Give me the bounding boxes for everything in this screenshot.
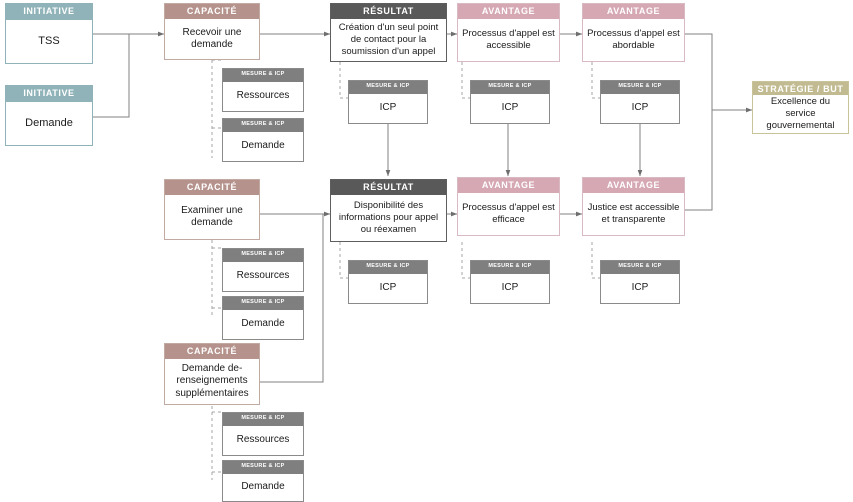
edge-demande-to-recevoir [93, 34, 130, 118]
edge-justice-measure [591, 242, 600, 279]
node-mesure-renseignements-ressources[interactable]: MESURE & ICP Ressources [222, 412, 304, 456]
node-initiative-tss[interactable]: INITIATIVE TSS [5, 3, 93, 64]
node-label: Création d'un seul point de contact pour… [338, 22, 439, 57]
node-header-mesure: MESURE & ICP [223, 413, 303, 426]
node-header-mesure: MESURE & ICP [349, 81, 427, 94]
node-header-mesure: MESURE & ICP [223, 69, 303, 82]
node-avantage-accessible[interactable]: AVANTAGE Processus d'appel est accessibl… [457, 3, 560, 62]
node-capacite-renseignements[interactable]: CAPACITÉ Demande de-renseignements suppl… [164, 343, 260, 405]
node-header-avantage: AVANTAGE [458, 4, 559, 19]
node-label: Processus d'appel est accessible [462, 28, 555, 51]
node-header-resultat: RÉSULTAT [331, 4, 446, 19]
node-label: Disponibilité des informations pour appe… [338, 200, 439, 235]
node-label: Ressources [236, 90, 290, 102]
node-label: ICP [379, 282, 397, 294]
node-header-mesure: MESURE & ICP [471, 261, 549, 274]
node-label: Excellence du service gouvernemental [766, 96, 835, 132]
node-mesure-recevoir-demande[interactable]: MESURE & ICP Demande [222, 118, 304, 162]
node-capacite-examiner[interactable]: CAPACITÉ Examiner une demande [164, 179, 260, 240]
edge-justice-to-strategie [685, 110, 713, 211]
node-header-capacite: CAPACITÉ [165, 4, 259, 19]
node-label: Demande [25, 116, 73, 129]
node-mesure-examiner-demande[interactable]: MESURE & ICP Demande [222, 296, 304, 340]
node-strategie-excellence[interactable]: STRATÉGIE / BUT Excellence du service go… [752, 81, 849, 134]
node-header-mesure: MESURE & ICP [601, 81, 679, 94]
node-header-avantage: AVANTAGE [583, 4, 684, 19]
edge-abordable-measure [591, 62, 600, 99]
node-header-mesure: MESURE & ICP [223, 249, 303, 262]
node-initiative-demande[interactable]: INITIATIVE Demande [5, 85, 93, 146]
node-mesure-renseignements-demande[interactable]: MESURE & ICP Demande [222, 460, 304, 502]
node-label: Recevoir une demande [182, 26, 242, 51]
node-label: Examiner une demande [181, 204, 243, 229]
edge-creation-measure [339, 62, 348, 99]
node-label: Processus d'appel est efficace [462, 202, 555, 225]
node-label: Demande [241, 140, 285, 152]
node-label: Justice est accessible et transparente [587, 202, 680, 225]
node-header-resultat: RÉSULTAT [331, 180, 446, 195]
node-header-mesure: MESURE & ICP [223, 461, 303, 474]
node-header-mesure: MESURE & ICP [471, 81, 549, 94]
node-avantage-abordable[interactable]: AVANTAGE Processus d'appel est abordable [582, 3, 685, 62]
node-avantage-efficace[interactable]: AVANTAGE Processus d'appel est efficace [457, 177, 560, 236]
node-header-capacite: CAPACITÉ [165, 344, 259, 359]
node-label: Ressources [236, 270, 290, 282]
node-header-initiative: INITIATIVE [6, 4, 92, 20]
node-avantage-justice[interactable]: AVANTAGE Justice est accessible et trans… [582, 177, 685, 236]
node-header-mesure: MESURE & ICP [601, 261, 679, 274]
node-resultat-disponibilite[interactable]: RÉSULTAT Disponibilité des informations … [330, 179, 447, 242]
node-mesure-examiner-ressources[interactable]: MESURE & ICP Ressources [222, 248, 304, 292]
node-header-mesure: MESURE & ICP [223, 297, 303, 310]
node-header-capacite: CAPACITÉ [165, 180, 259, 195]
edge-accessible-measure [461, 62, 470, 99]
edge-abordable-to-strategie [685, 33, 753, 113]
node-mesure-justice-icp[interactable]: MESURE & ICP ICP [600, 260, 680, 304]
node-label: ICP [501, 102, 519, 114]
node-label: Ressources [236, 434, 290, 446]
node-label: TSS [38, 34, 60, 47]
node-label: ICP [631, 282, 649, 294]
node-header-initiative: INITIATIVE [6, 86, 92, 102]
node-mesure-abordable-icp[interactable]: MESURE & ICP ICP [600, 80, 680, 124]
node-header-strategie: STRATÉGIE / BUT [753, 82, 848, 96]
node-capacite-recevoir[interactable]: CAPACITÉ Recevoir une demande [164, 3, 260, 60]
node-label: Processus d'appel est abordable [587, 28, 680, 51]
node-mesure-creation-icp[interactable]: MESURE & ICP ICP [348, 80, 428, 124]
node-label: Demande de-renseignements supplémentaire… [175, 362, 249, 399]
node-header-avantage: AVANTAGE [583, 178, 684, 193]
node-label: ICP [379, 102, 397, 114]
node-mesure-recevoir-ressources[interactable]: MESURE & ICP Ressources [222, 68, 304, 112]
node-mesure-accessible-icp[interactable]: MESURE & ICP ICP [470, 80, 550, 124]
node-mesure-disponibilite-icp[interactable]: MESURE & ICP ICP [348, 260, 428, 304]
edge-efficace-measure [461, 242, 470, 279]
node-label: ICP [631, 102, 649, 114]
edge-disponibilite-measure [339, 242, 348, 279]
node-label: Demande [241, 318, 285, 330]
node-resultat-creation[interactable]: RÉSULTAT Création d'un seul point de con… [330, 3, 447, 62]
node-header-mesure: MESURE & ICP [223, 119, 303, 132]
node-header-mesure: MESURE & ICP [349, 261, 427, 274]
node-header-avantage: AVANTAGE [458, 178, 559, 193]
node-label: ICP [501, 282, 519, 294]
node-label: Demande [241, 481, 285, 493]
node-mesure-efficace-icp[interactable]: MESURE & ICP ICP [470, 260, 550, 304]
